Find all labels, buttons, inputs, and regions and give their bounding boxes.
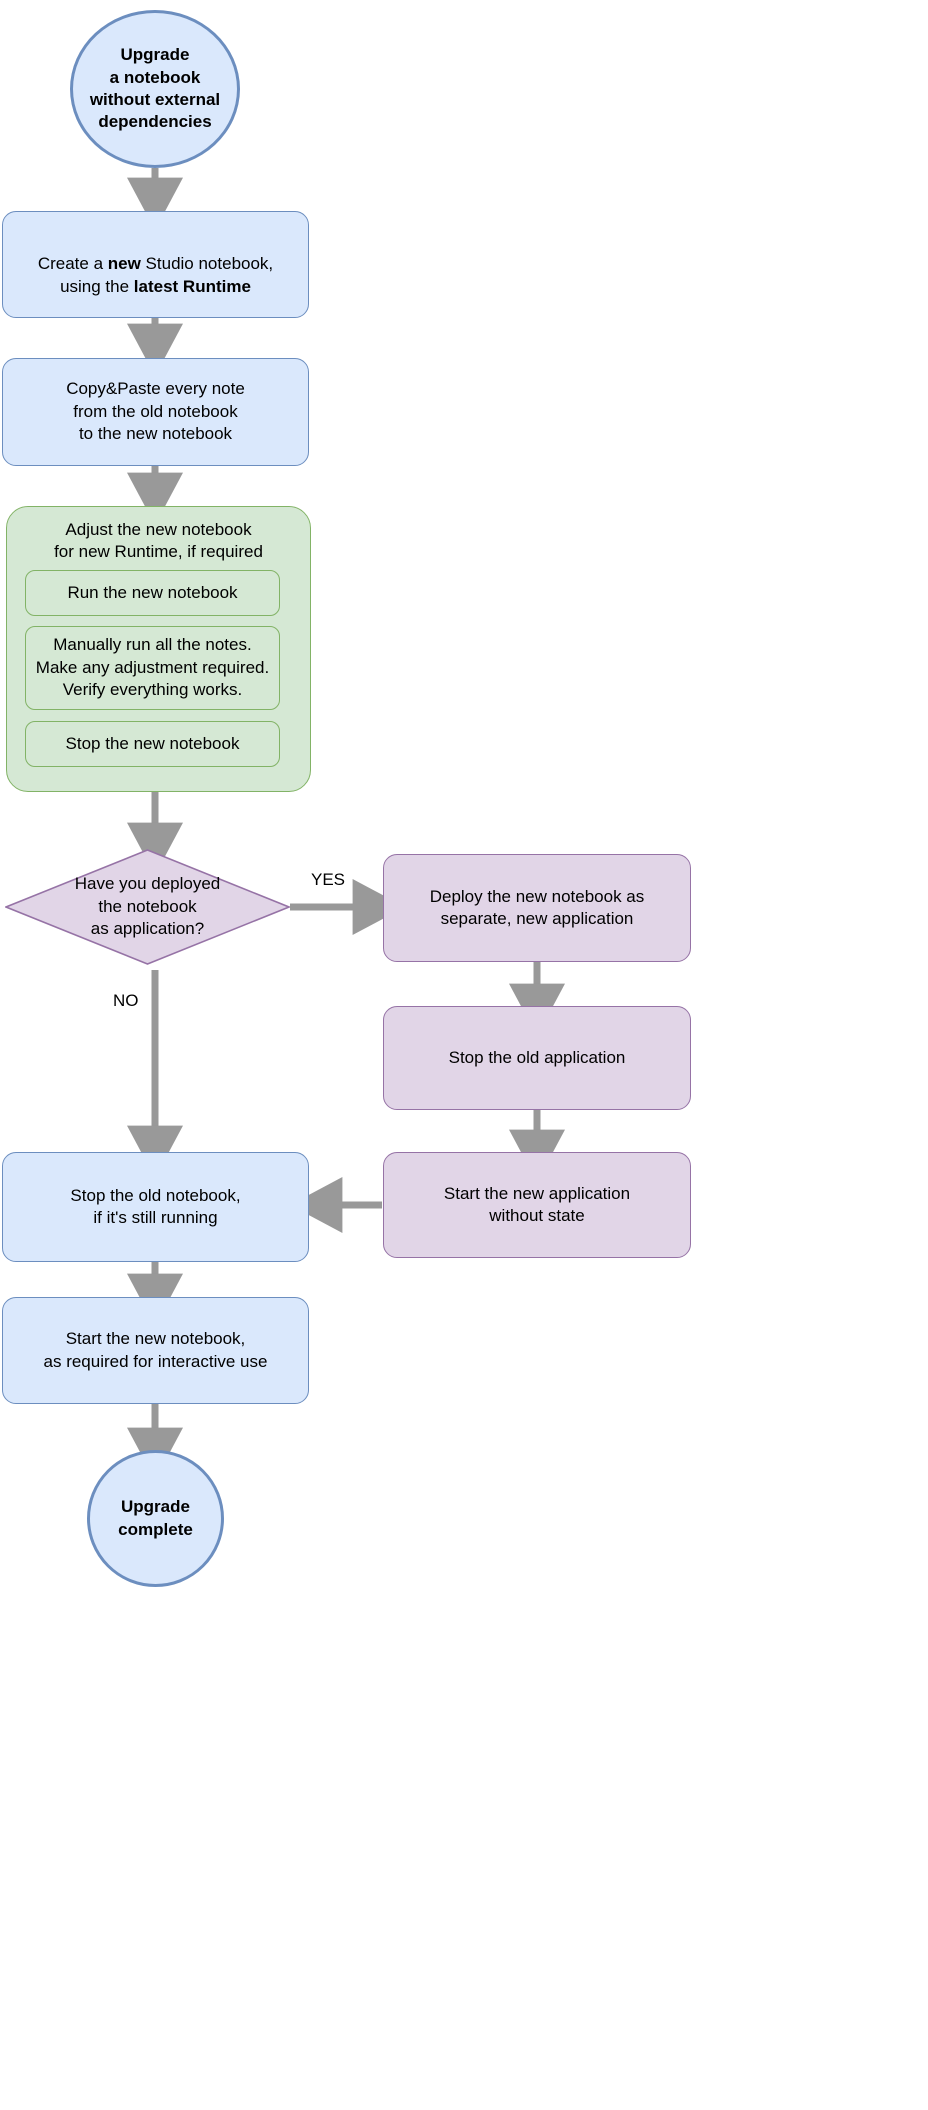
node-start-new-notebook-label: Start the new notebook, as required for … (43, 1329, 268, 1371)
node-stop-new-notebook[interactable]: Stop the new notebook (25, 721, 280, 767)
node-start[interactable]: Upgrade a notebook without external depe… (70, 10, 240, 168)
node-copy-paste-label: Copy&Paste every note from the old noteb… (66, 379, 245, 444)
node-deploy-new-app-label: Deploy the new notebook as separate, new… (429, 886, 645, 928)
node-end-label: Upgrade complete (118, 1497, 193, 1539)
node-create-notebook[interactable]: Create a new Studio notebook, using the … (2, 211, 309, 318)
decision-diamond-shape (5, 849, 290, 965)
create-part-1: new (107, 254, 141, 274)
node-stop-old-app-label: Stop the old application (448, 1047, 626, 1067)
node-create-notebook-label: Create a new Studio notebook, using the … (3, 231, 308, 298)
node-copy-paste[interactable]: Copy&Paste every note from the old noteb… (2, 358, 309, 466)
node-start-new-notebook[interactable]: Start the new notebook, as required for … (2, 1297, 309, 1404)
node-decision-deployed-label: Have you deployed the notebook as applic… (74, 874, 221, 939)
node-start-new-app[interactable]: Start the new application without state (383, 1152, 691, 1258)
node-deploy-new-app[interactable]: Deploy the new notebook as separate, new… (383, 854, 691, 962)
create-part-0: Create a (37, 254, 108, 274)
node-manually-run-label: Manually run all the notes. Make any adj… (35, 635, 270, 700)
node-stop-old-app[interactable]: Stop the old application (383, 1006, 691, 1110)
node-adjust-group-label: Adjust the new notebook for new Runtime,… (54, 520, 263, 562)
node-end[interactable]: Upgrade complete (87, 1450, 224, 1587)
node-start-label: Upgrade a notebook without external depe… (89, 45, 221, 132)
node-run-new-notebook-label: Run the new notebook (67, 582, 238, 602)
node-start-new-app-label: Start the new application without state (443, 1183, 631, 1225)
create-part-3: latest Runtime (133, 276, 251, 296)
create-part-2: Studio notebook, using the (60, 254, 274, 296)
edge-label-no: NO (113, 991, 139, 1010)
node-run-new-notebook[interactable]: Run the new notebook (25, 570, 280, 616)
node-stop-old-notebook[interactable]: Stop the old notebook, if it's still run… (2, 1152, 309, 1262)
node-manually-run[interactable]: Manually run all the notes. Make any adj… (25, 626, 280, 710)
node-stop-old-notebook-label: Stop the old notebook, if it's still run… (70, 1185, 241, 1227)
node-decision-deployed[interactable]: Have you deployed the notebook as applic… (5, 849, 290, 965)
edge-label-yes: YES (311, 870, 346, 889)
node-stop-new-notebook-label: Stop the new notebook (65, 733, 240, 753)
